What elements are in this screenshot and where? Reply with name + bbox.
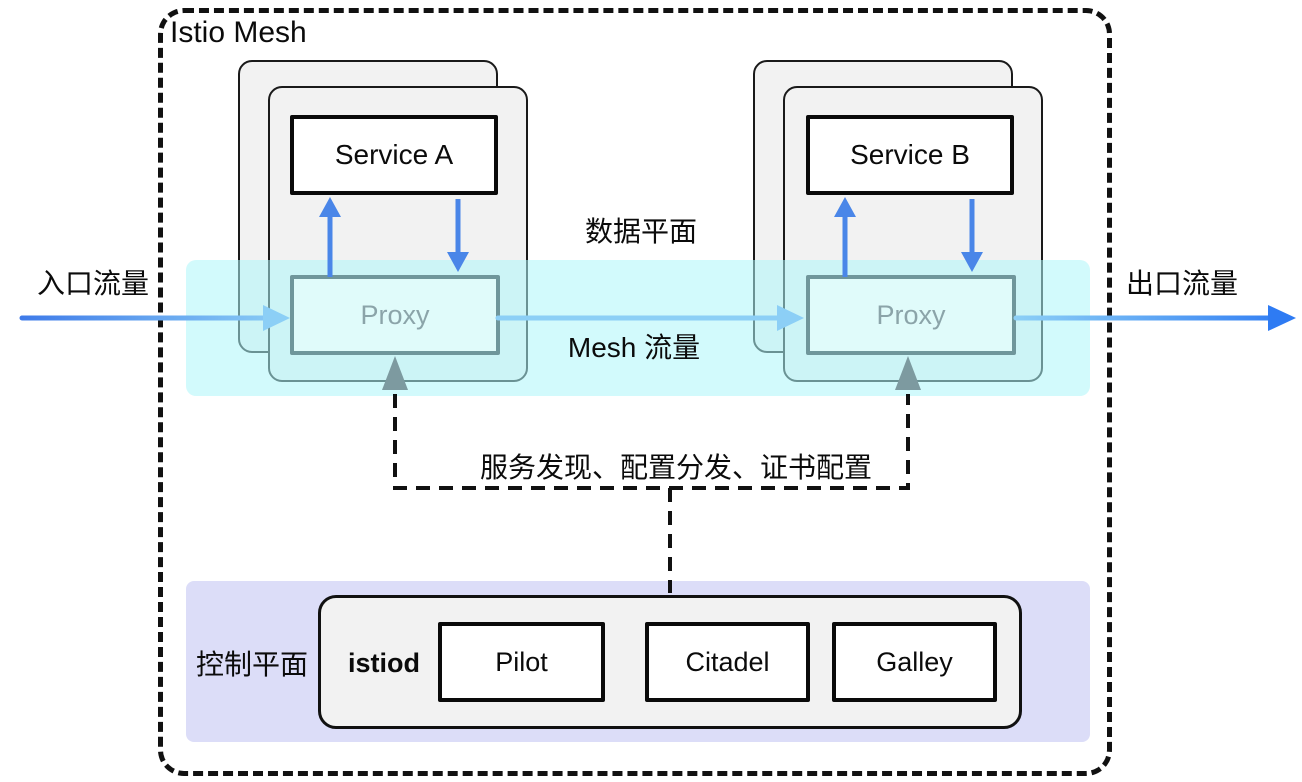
egress-traffic-label: 出口流量 <box>1125 268 1238 299</box>
service-b-node: Service B <box>806 115 1014 195</box>
control-plane-label: 控制平面 <box>195 649 308 680</box>
control-functions-label: 服务发现、配置分发、证书配置 <box>479 452 872 483</box>
istio-mesh-title: Istio Mesh <box>170 16 307 49</box>
ingress-traffic-label: 入口流量 <box>36 268 149 299</box>
service-a-node: Service A <box>290 115 498 195</box>
data-plane-label: 数据平面 <box>584 216 697 247</box>
citadel-node: Citadel <box>645 622 810 702</box>
pilot-node: Pilot <box>438 622 605 702</box>
istiod-label: istiod <box>348 647 420 678</box>
mesh-traffic-label: Mesh 流量 <box>567 332 701 363</box>
proxy-b-node: Proxy <box>806 275 1016 355</box>
galley-node: Galley <box>832 622 997 702</box>
proxy-a-node: Proxy <box>290 275 500 355</box>
istio-mesh-boundary <box>158 8 1112 776</box>
